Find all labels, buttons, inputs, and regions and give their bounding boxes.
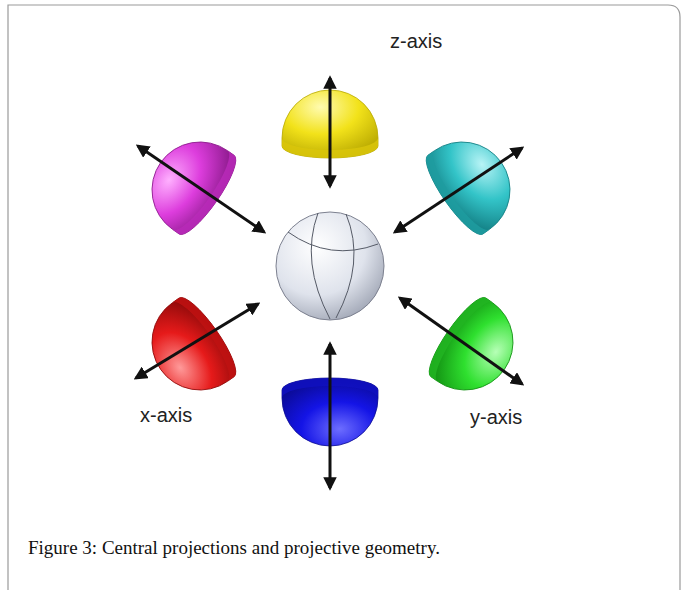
axis-arrow: [138, 146, 264, 232]
axis-arrow: [400, 298, 522, 384]
axis-label: y-axis: [470, 406, 522, 429]
axis-label: x-axis: [140, 404, 192, 427]
axis-arrow: [329, 344, 332, 488]
green-hemisphere: [421, 291, 532, 409]
central-sphere: [276, 212, 384, 320]
red-hemisphere: [133, 291, 244, 409]
axis-arrow: [329, 78, 332, 186]
axis-arrow: [395, 148, 522, 232]
figure-caption: Figure 3: Central projections and projec…: [28, 537, 440, 559]
cyan-hemisphere: [418, 123, 529, 241]
figure-frame: [8, 5, 680, 590]
axis-label: z-axis: [390, 30, 442, 53]
axis-arrow: [136, 304, 258, 378]
